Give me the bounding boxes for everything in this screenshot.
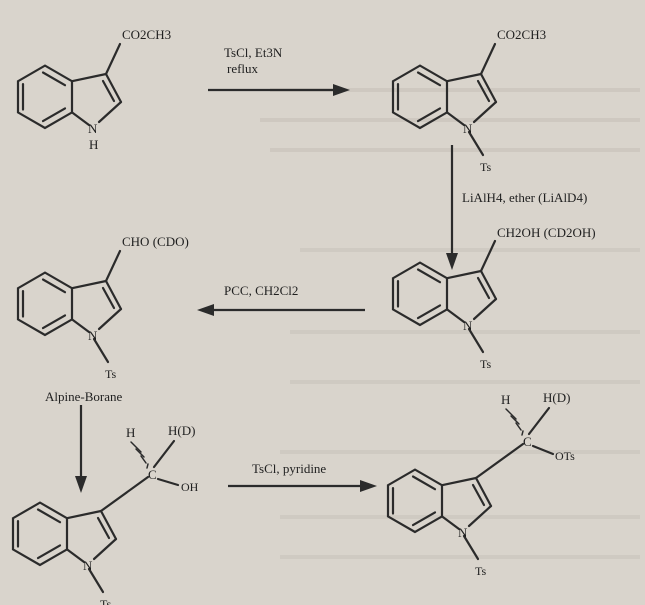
compound-4: CHO (CDO) N Ts (16, 234, 189, 381)
arrow-3 (197, 304, 365, 316)
c5-oh-label: OH (181, 480, 199, 494)
c1-substituent-label: CO2CH3 (122, 27, 171, 42)
c5-nitrogen-label: N (83, 558, 93, 573)
c6-hashed-wedge (505, 408, 524, 436)
c6-ts-label: Ts (475, 564, 486, 578)
compound-5: C H H(D) OH N Ts (11, 423, 199, 605)
c5-carbon-label: C (148, 467, 157, 482)
r1-condition-label: reflux (227, 61, 259, 76)
r2-reagent-label: LiAlH4, ether (LiAlD4) (462, 190, 587, 205)
c1-nitrogen-label: N (88, 121, 98, 136)
arrow-1 (208, 84, 350, 96)
r1-reagent-label: TsCl, Et3N (224, 45, 283, 60)
c2-substituent-label: CO2CH3 (497, 27, 546, 42)
c6-nitrogen-label: N (458, 525, 468, 540)
c6-hd-label: H(D) (543, 390, 570, 405)
arrow-4 (75, 405, 87, 493)
arrow-5 (228, 480, 377, 492)
background-text (260, 88, 640, 559)
c6-h-label: H (501, 392, 510, 407)
c4-substituent-label: CHO (CDO) (122, 234, 189, 249)
compound-3: CH2OH (CD2OH) N Ts (391, 225, 596, 371)
c4-nitrogen-label: N (88, 328, 98, 343)
r4-reagent-label: Alpine-Borane (45, 389, 122, 404)
r3-reagent-label: PCC, CH2Cl2 (224, 283, 298, 298)
compound-2: CO2CH3 N Ts (391, 27, 546, 174)
compound-6: C H H(D) OTs N Ts (386, 390, 575, 578)
r5-reagent-label: TsCl, pyridine (252, 461, 326, 476)
c3-nitrogen-label: N (463, 318, 473, 333)
c5-hashed-wedge (130, 441, 149, 469)
c3-ts-label: Ts (480, 357, 491, 371)
c5-hd-label: H(D) (168, 423, 195, 438)
c5-h-label: H (126, 425, 135, 440)
compound-1: CO2CH3 N H (16, 27, 171, 152)
c1-n-hydrogen-label: H (89, 137, 98, 152)
c6-carbon-label: C (523, 434, 532, 449)
arrow-2 (446, 145, 458, 270)
c3-substituent-label: CH2OH (CD2OH) (497, 225, 596, 240)
c6-ots-label: OTs (555, 449, 575, 463)
c4-ts-label: Ts (105, 367, 116, 381)
c2-nitrogen-label: N (463, 121, 473, 136)
c5-ts-label: Ts (100, 597, 111, 605)
c2-ts-label: Ts (480, 160, 491, 174)
